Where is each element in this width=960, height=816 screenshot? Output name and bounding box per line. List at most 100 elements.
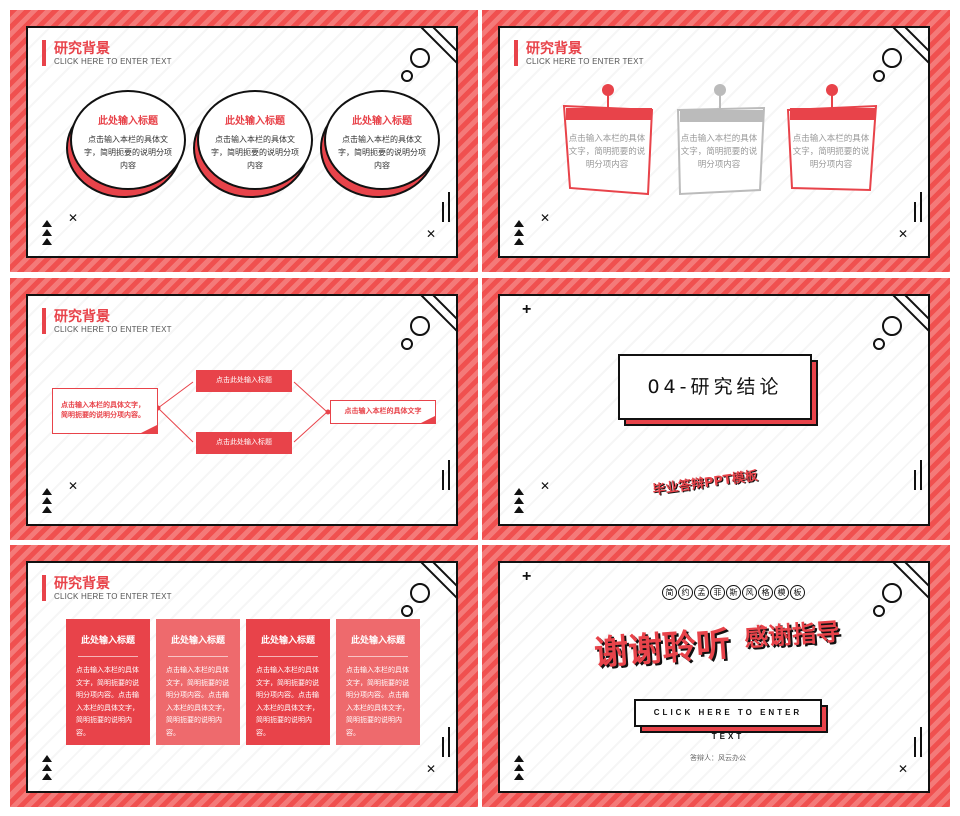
circle-icon	[882, 316, 902, 336]
card-title: 此处输入标题	[260, 636, 315, 646]
circle-icon	[410, 583, 430, 603]
flow-connector-lines	[155, 381, 331, 443]
presenter-label: 答辩人：风云办公	[690, 755, 746, 762]
x-icon: ✕	[68, 479, 79, 493]
flow-left-text: 点击输入本栏的具体文字，简明扼要的说明分项内容。	[61, 402, 145, 419]
style-char: 格	[758, 585, 773, 600]
slide-canvas: 研究背景 CLICK HERE TO ENTER TEXT 此处输入标题 点击输…	[26, 26, 458, 258]
x-icon: ✕	[898, 762, 909, 776]
corner-stripe-icon	[892, 28, 928, 64]
triangle-stack-icon	[514, 220, 526, 247]
slide-1[interactable]: 研究背景 CLICK HERE TO ENTER TEXT 此处输入标题 点击输…	[10, 10, 478, 272]
triangle-stack-icon	[42, 488, 54, 515]
slide-subtitle: CLICK HERE TO ENTER TEXT	[526, 57, 644, 66]
card-title: 此处输入标题	[350, 636, 405, 646]
corner-stripe-icon	[420, 563, 456, 599]
note-body: 点击输入本栏的具体文字，简明扼要的说明分项内容	[680, 133, 758, 169]
slide-4[interactable]: + 04-研究结论 毕业答辩PPT模板 ✕	[482, 278, 950, 540]
x-icon: ✕	[540, 211, 551, 225]
oval-body: 点击输入本栏的具体文字，简明扼要的说明分项内容	[84, 135, 172, 170]
info-card[interactable]: 此处输入标题 点击输入本栏的具体文字，简明扼要的说明分项内容。点击输入本栏的具体…	[66, 619, 150, 745]
x-icon: ✕	[426, 762, 437, 776]
triangle-stack-icon	[42, 220, 54, 247]
oval-item[interactable]: 此处输入标题 点击输入本栏的具体文字，简明扼要的说明分项内容	[66, 90, 186, 198]
slide-subtitle: CLICK HERE TO ENTER TEXT	[54, 592, 172, 601]
card-title: 此处输入标题	[80, 636, 135, 646]
flow-top-box[interactable]: 点击此处输入标题	[196, 370, 292, 392]
style-char: 约	[678, 585, 693, 600]
style-tag-row: 简 约 孟 菲 斯 风 格 模 板	[662, 585, 805, 600]
oval-title: 此处输入标题	[225, 116, 285, 127]
header-accent-bar	[42, 40, 46, 66]
thanks-small-title: 感谢指导	[743, 617, 842, 653]
vertical-lines-icon	[914, 192, 924, 222]
x-icon: ✕	[426, 227, 437, 241]
x-icon: ✕	[68, 211, 79, 225]
vertical-lines-icon	[442, 460, 452, 490]
circle-icon	[873, 70, 885, 82]
circle-icon	[401, 70, 413, 82]
style-char: 模	[774, 585, 789, 600]
card-body: 点击输入本栏的具体文字，简明扼要的说明分项内容。点击输入本栏的具体文字，简明扼要…	[346, 667, 409, 737]
style-char: 菲	[710, 585, 725, 600]
vertical-lines-icon	[442, 192, 452, 222]
card-body: 点击输入本栏的具体文字，简明扼要的说明分项内容。点击输入本栏的具体文字，简明扼要…	[76, 667, 139, 737]
flow-right-text: 点击输入本栏的具体文字	[344, 408, 422, 415]
plus-icon: +	[522, 568, 532, 585]
header-accent-bar	[42, 575, 46, 601]
card-body: 点击输入本栏的具体文字，简明扼要的说明分项内容。点击输入本栏的具体文字，简明扼要…	[256, 667, 319, 737]
sticky-note[interactable]: 点击输入本栏的具体文字，简明扼要的说明分项内容	[560, 80, 656, 198]
slide-2[interactable]: 研究背景 CLICK HERE TO ENTER TEXT 点击输入本栏的具体文…	[482, 10, 950, 272]
info-card[interactable]: 此处输入标题 点击输入本栏的具体文字，简明扼要的说明分项内容。点击输入本栏的具体…	[156, 619, 240, 745]
pin-icon	[562, 84, 654, 196]
style-char: 简	[662, 585, 677, 600]
slide-canvas: + 04-研究结论 毕业答辩PPT模板 ✕	[498, 294, 930, 526]
slide-5[interactable]: 研究背景 CLICK HERE TO ENTER TEXT 此处输入标题 点击输…	[10, 545, 478, 807]
card-divider	[78, 656, 138, 657]
sticky-note[interactable]: 点击输入本栏的具体文字，简明扼要的说明分项内容	[672, 80, 768, 198]
vertical-lines-icon	[914, 460, 924, 490]
circle-icon	[401, 338, 413, 350]
note-body: 点击输入本栏的具体文字，简明扼要的说明分项内容	[568, 133, 646, 169]
oval-item[interactable]: 此处输入标题 点击输入本栏的具体文字，简明扼要的说明分项内容	[193, 90, 313, 198]
flow-right-box[interactable]: 点击输入本栏的具体文字	[330, 400, 436, 424]
flow-bottom-box[interactable]: 点击此处输入标题	[196, 432, 292, 454]
card-body: 点击输入本栏的具体文字，简明扼要的说明分项内容。点击输入本栏的具体文字，简明扼要…	[166, 667, 229, 737]
slide-3[interactable]: 研究背景 CLICK HERE TO ENTER TEXT 点击输入本栏的具体文…	[10, 278, 478, 540]
slide-subtitle: CLICK HERE TO ENTER TEXT	[54, 57, 172, 66]
oval-face: 此处输入标题 点击输入本栏的具体文字，简明扼要的说明分项内容	[70, 90, 186, 190]
slide-subtitle: CLICK HERE TO ENTER TEXT	[54, 325, 172, 334]
vertical-lines-icon	[914, 727, 924, 757]
oval-title: 此处输入标题	[98, 116, 158, 127]
slide-title: 研究背景	[526, 41, 582, 57]
x-icon: ✕	[540, 479, 551, 493]
oval-face: 此处输入标题 点击输入本栏的具体文字，简明扼要的说明分项内容	[324, 90, 440, 190]
thanks-big-title: 谢谢聆听	[593, 624, 732, 674]
info-card[interactable]: 此处输入标题 点击输入本栏的具体文字，简明扼要的说明分项内容。点击输入本栏的具体…	[336, 619, 420, 745]
triangle-stack-icon	[42, 755, 54, 782]
slide-canvas: 研究背景 CLICK HERE TO ENTER TEXT 点击输入本栏的具体文…	[498, 26, 930, 258]
slide-title: 研究背景	[54, 576, 110, 592]
corner-stripe-icon	[420, 28, 456, 64]
header-accent-bar	[42, 308, 46, 334]
triangle-stack-icon	[514, 488, 526, 515]
circle-icon	[401, 605, 413, 617]
circle-icon	[873, 605, 885, 617]
sticky-note[interactable]: 点击输入本栏的具体文字，简明扼要的说明分项内容	[784, 80, 880, 198]
style-char: 斯	[726, 585, 741, 600]
oval-title: 此处输入标题	[352, 116, 412, 127]
circle-icon	[410, 48, 430, 68]
oval-item[interactable]: 此处输入标题 点击输入本栏的具体文字，简明扼要的说明分项内容	[320, 90, 440, 198]
info-card[interactable]: 此处输入标题 点击输入本栏的具体文字，简明扼要的说明分项内容。点击输入本栏的具体…	[246, 619, 330, 745]
plus-icon: +	[522, 301, 532, 318]
flow-left-box[interactable]: 点击输入本栏的具体文字，简明扼要的说明分项内容。	[52, 388, 158, 434]
cta-button[interactable]: CLICK HERE TO ENTER TEXT	[634, 699, 822, 741]
section-title-box[interactable]: 04-研究结论	[618, 354, 812, 420]
card-title: 此处输入标题	[170, 636, 225, 646]
card-divider	[348, 656, 408, 657]
slide-title: 研究背景	[54, 309, 110, 325]
slide-6[interactable]: + 简 约 孟 菲 斯 风 格 模 板 谢谢聆听 感谢指导 CLICK HERE…	[482, 545, 950, 807]
vertical-lines-icon	[442, 727, 452, 757]
header-accent-bar	[514, 40, 518, 66]
oval-face: 此处输入标题 点击输入本栏的具体文字，简明扼要的说明分项内容	[197, 90, 313, 190]
